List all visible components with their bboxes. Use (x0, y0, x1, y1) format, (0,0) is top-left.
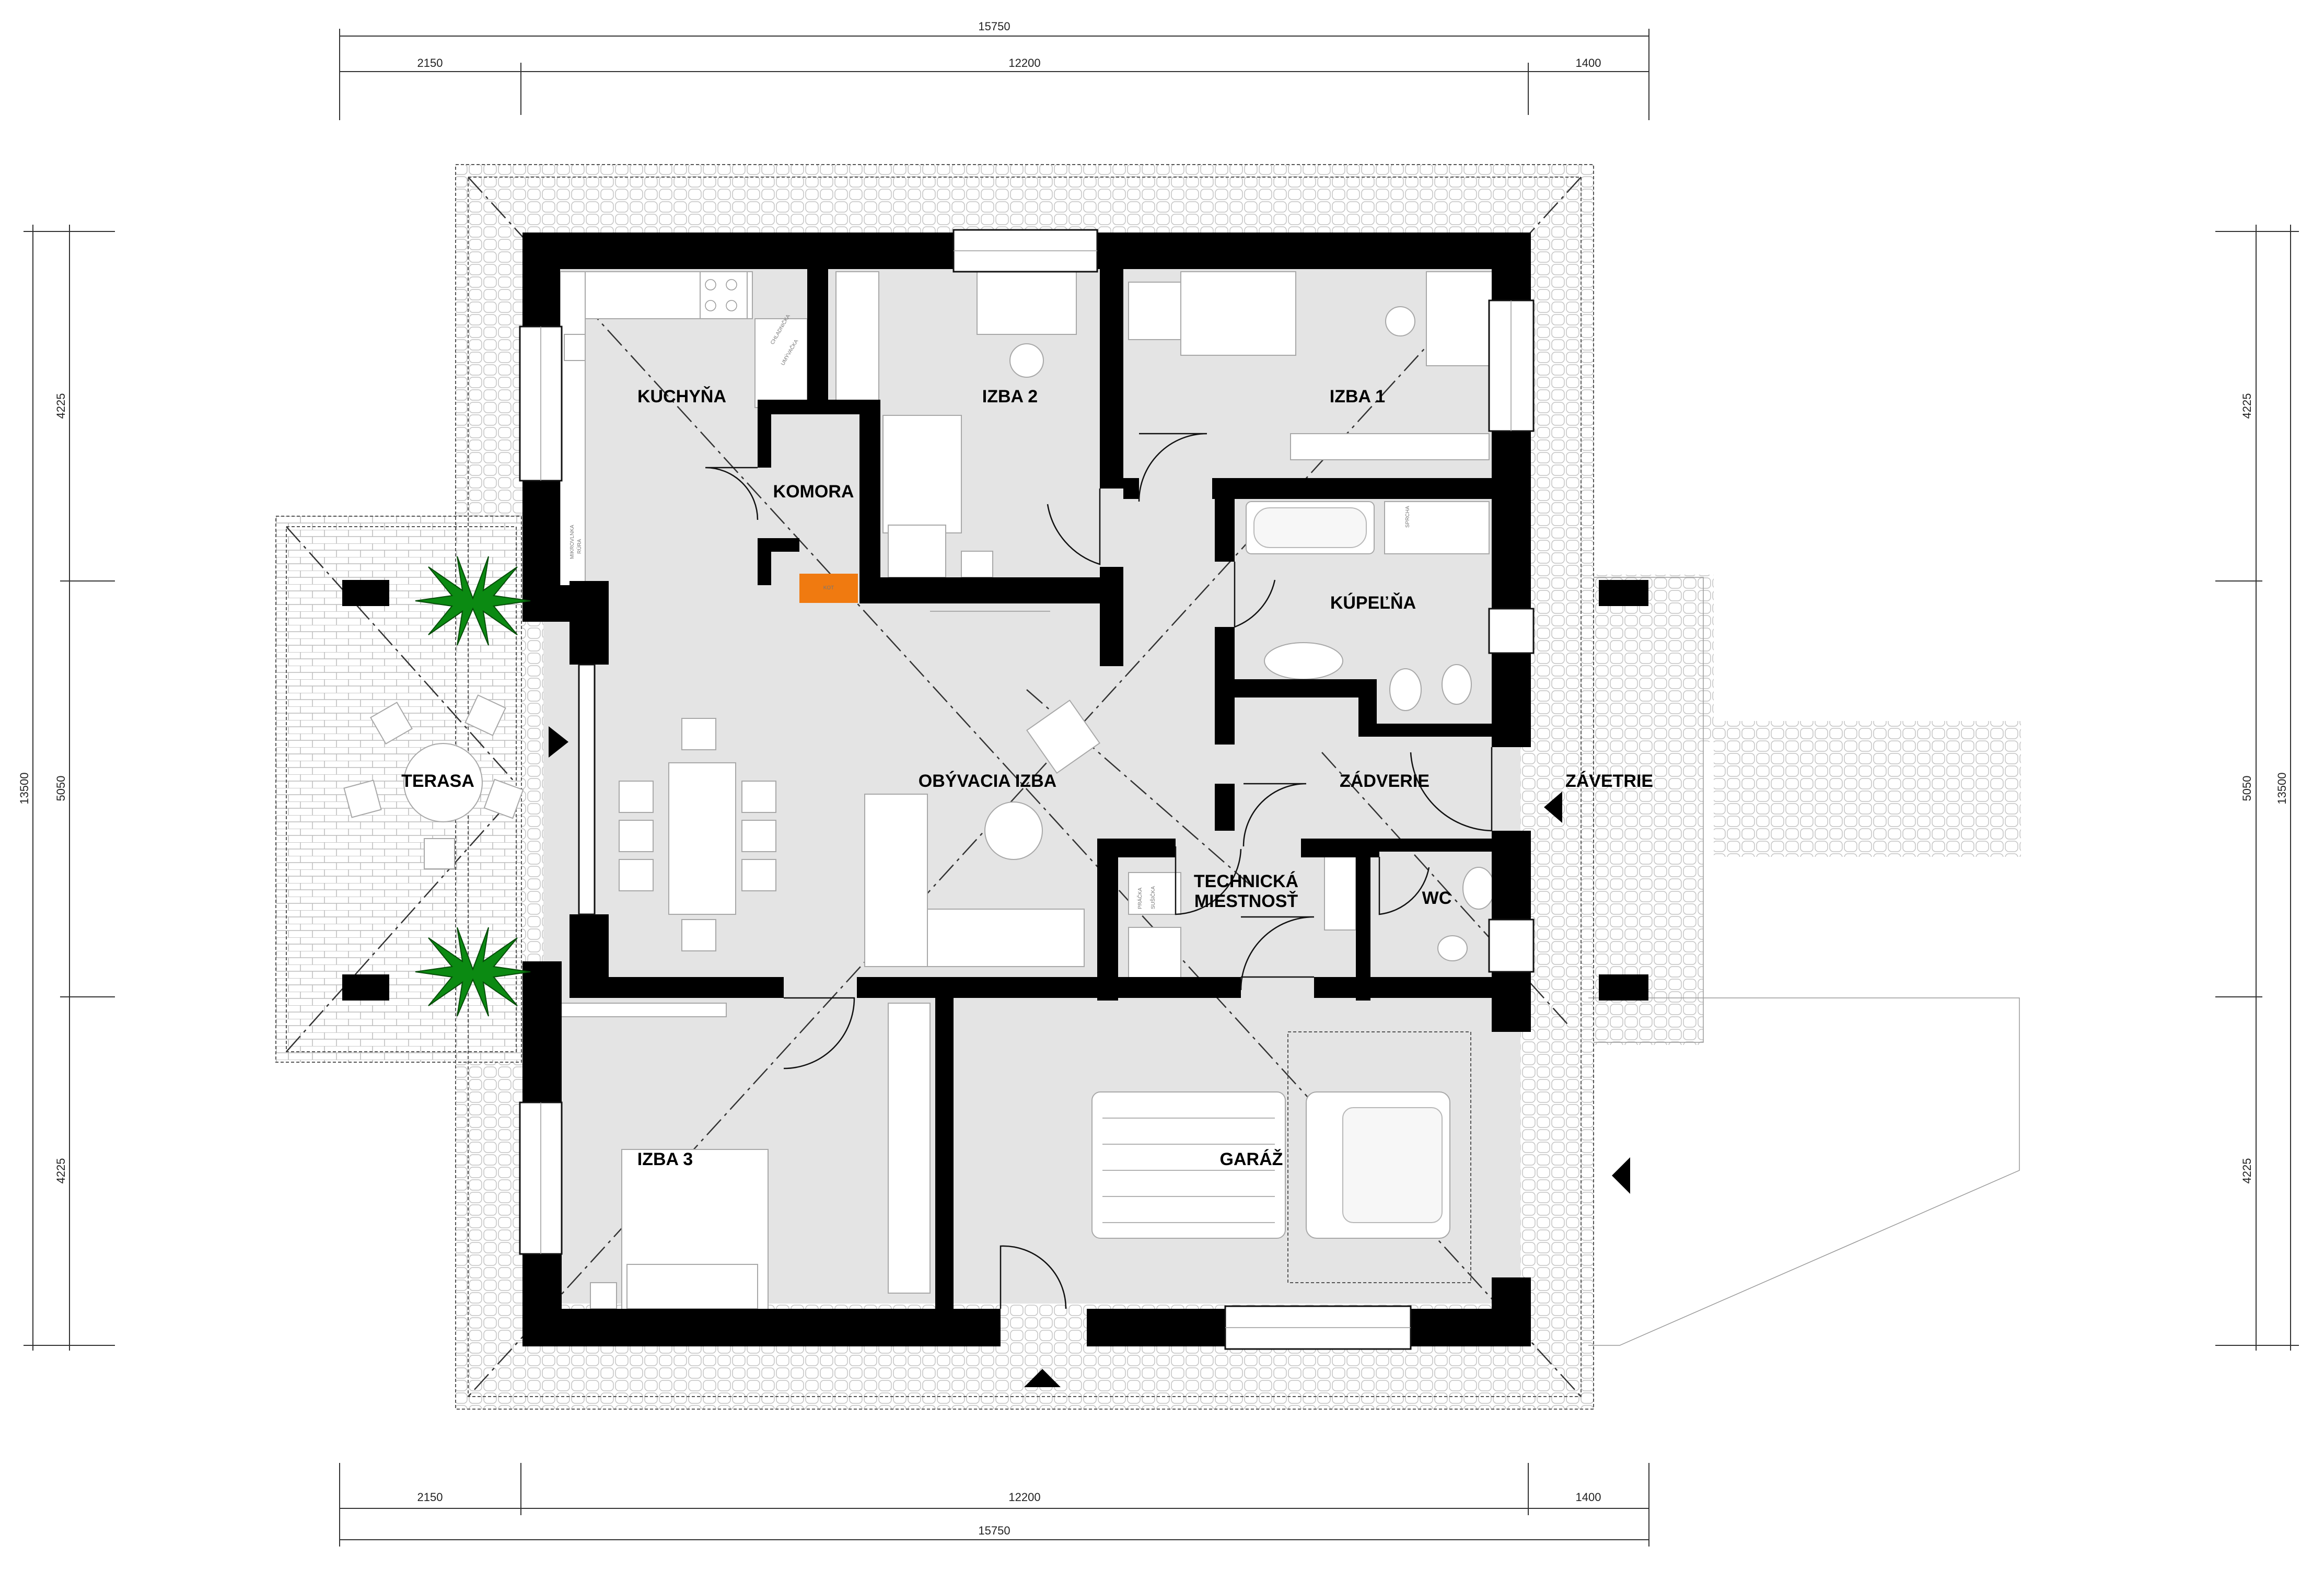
label-zadverie: ZÁDVERIE (1340, 771, 1430, 791)
fixture-mikrovlnka: MIKROVLNKA (570, 525, 575, 559)
label-wc: WC (1422, 888, 1452, 908)
label-izba2: IZBA 2 (982, 387, 1038, 406)
front-entry-arrow-icon (1024, 1369, 1061, 1387)
label-kuchyna: KUCHYŇA (637, 387, 726, 406)
label-zavetrie: ZÁVETRIE (1565, 771, 1653, 791)
dim-top-seg1: 2150 (417, 56, 443, 69)
label-garaz: GARÁŽ (1220, 1149, 1283, 1169)
main-entry-arrow-icon (1544, 792, 1562, 823)
dim-right-overall: 13500 (2275, 772, 2288, 804)
fixture-rura: RÚRA (576, 539, 583, 554)
walls (522, 233, 1531, 1346)
fixture-sprcha: SPRCHA (1405, 506, 1411, 528)
label-kupelna: KÚPEĽŇA (1330, 593, 1416, 613)
fixture-pracka: PRÁČKA (1136, 888, 1143, 909)
dim-right-seg2: 5050 (2240, 776, 2253, 801)
plant-bottom (415, 927, 531, 1017)
label-obyvacia: OBÝVACIA IZBA (919, 771, 1056, 791)
plant-top (415, 556, 531, 646)
dim-left-overall: 13500 (18, 772, 31, 804)
label-terasa: TERASA (401, 771, 474, 791)
label-technicka-2: MIESTNOSŤ (1194, 891, 1298, 911)
dim-right-seg1: 4225 (2240, 393, 2253, 419)
doors (705, 433, 1493, 1309)
entrance-arrows (549, 726, 1630, 1387)
dim-bottom-overall: 15750 (978, 1524, 1010, 1537)
pillars (342, 580, 1648, 1001)
dim-top-seg3: 1400 (1576, 56, 1601, 69)
fixture-susicka: SUŠIČKA (1149, 886, 1156, 909)
dim-left-seg2: 5050 (54, 776, 67, 801)
fixture-kot: KOT (823, 585, 834, 591)
dim-top-seg2: 12200 (1008, 56, 1040, 69)
dimension-bottom: 2150 12200 1400 15750 (339, 1463, 1649, 1547)
label-izba1: IZBA 1 (1330, 387, 1385, 406)
dim-top-overall: 15750 (978, 20, 1010, 33)
dim-left-seg1: 4225 (54, 393, 67, 419)
label-technicka-1: TECHNICKÁ (1194, 871, 1298, 891)
garage-entry-arrow-icon (1612, 1157, 1630, 1194)
furniture: CHLADNIČKA UMÝVAČKA MIKROVLNKA RÚRA KOT … (343, 271, 1495, 1312)
dim-bottom-seg3: 1400 (1576, 1491, 1601, 1504)
boiler (799, 574, 858, 603)
dimension-left: 13500 4225 5050 4225 (18, 225, 115, 1351)
room-labels: KUCHYŇA IZBA 2 IZBA 1 KOMORA KÚPEĽŇA TER… (401, 387, 1653, 1169)
dimension-top: 15750 2150 12200 1400 (339, 20, 1649, 120)
label-komora: KOMORA (773, 482, 854, 502)
terrace-entry-arrow-icon (549, 726, 568, 758)
dimension-right: 13500 4225 5050 4225 (2215, 225, 2299, 1351)
dim-bottom-seg2: 12200 (1008, 1491, 1040, 1504)
dim-right-seg3: 4225 (2240, 1158, 2253, 1184)
dim-bottom-seg1: 2150 (417, 1491, 443, 1504)
dim-left-seg3: 4225 (54, 1158, 67, 1184)
windows (519, 229, 1535, 1350)
label-izba3: IZBA 3 (637, 1149, 693, 1169)
